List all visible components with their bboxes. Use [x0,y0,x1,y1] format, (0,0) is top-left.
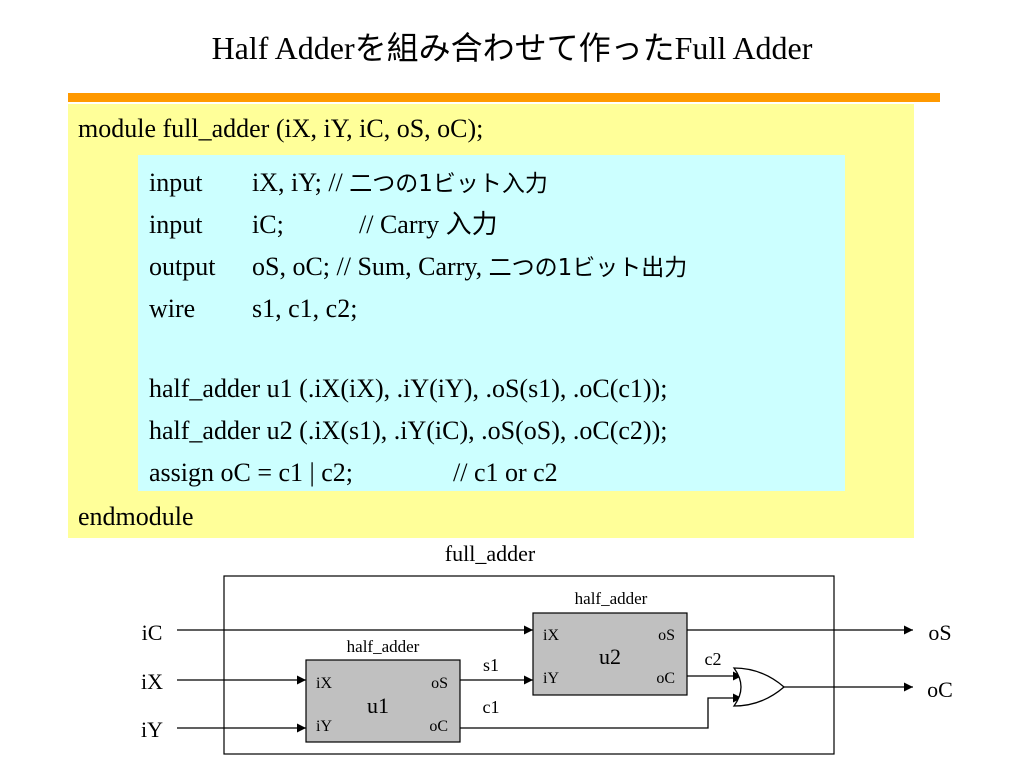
decl-comment: 二つの1ビット出力 [488,255,688,281]
assign-comment: // c1 or c2 [453,458,558,487]
decl-keyword: input [149,210,203,239]
decl-comment: // Carry 入力 [359,210,498,239]
decl-comment: 二つの1ビット入力 [349,171,548,197]
assign-line: assign oC = c1 | c2; [149,458,354,487]
u2-port-os: oS [658,627,675,644]
full-adder-boundary [223,575,835,755]
input-ic-label: iC [142,620,163,645]
u1-instance-name: u1 [367,693,389,718]
instance-u2-line: half_adder u2 (.iX(s1), .iY(iC), .oS(oS)… [149,416,668,445]
full-adder-label: full_adder [445,541,536,566]
wire-c2-label: c2 [705,649,722,669]
u2-port-oc: oC [656,670,675,687]
decl-args: oS, oC; // Sum, Carry, 二つの1ビット出力 [252,252,688,281]
decl-args: iX, iY; // 二つの1ビット入力 [252,168,548,197]
decl-keyword: input [149,168,203,197]
module-declaration: module full_adder (iX, iY, iC, oS, oC); [78,114,484,143]
input-iy-label: iY [141,717,163,742]
title-underline [68,93,940,102]
input-ix-label: iX [141,669,163,694]
instance-u1-line: half_adder u1 (.iX(iX), .iY(iY), .oS(s1)… [149,374,668,403]
u1-port-os: oS [431,675,448,692]
or-gate [732,667,785,707]
half-adder-u2-block [532,612,688,696]
slide-title: Half Adderを組み合わせて作ったFull Adder [211,30,813,66]
u1-type-label: half_adder [347,637,420,656]
u1-port-ix: iX [316,675,332,692]
decl-args: s1, c1, c2; [252,294,358,323]
wire-c1 [460,693,742,729]
u2-instance-name: u2 [599,644,621,669]
output-os-label: oS [928,620,951,645]
endmodule-line: endmodule [78,502,194,531]
wire-s1-label: s1 [483,655,499,675]
output-oc-label: oC [927,677,953,702]
wire-c1-label: c1 [483,697,500,717]
decl-args: iC; [252,210,284,239]
u2-type-label: half_adder [575,589,648,608]
decl-keyword: output [149,252,216,281]
decl-keyword: wire [149,294,196,323]
u2-port-ix: iX [543,627,559,644]
half-adder-u1-block [305,659,461,743]
u1-port-oc: oC [429,718,448,735]
u1-port-iy: iY [316,718,332,735]
u2-port-iy: iY [543,670,559,687]
module-body-box [138,155,845,491]
